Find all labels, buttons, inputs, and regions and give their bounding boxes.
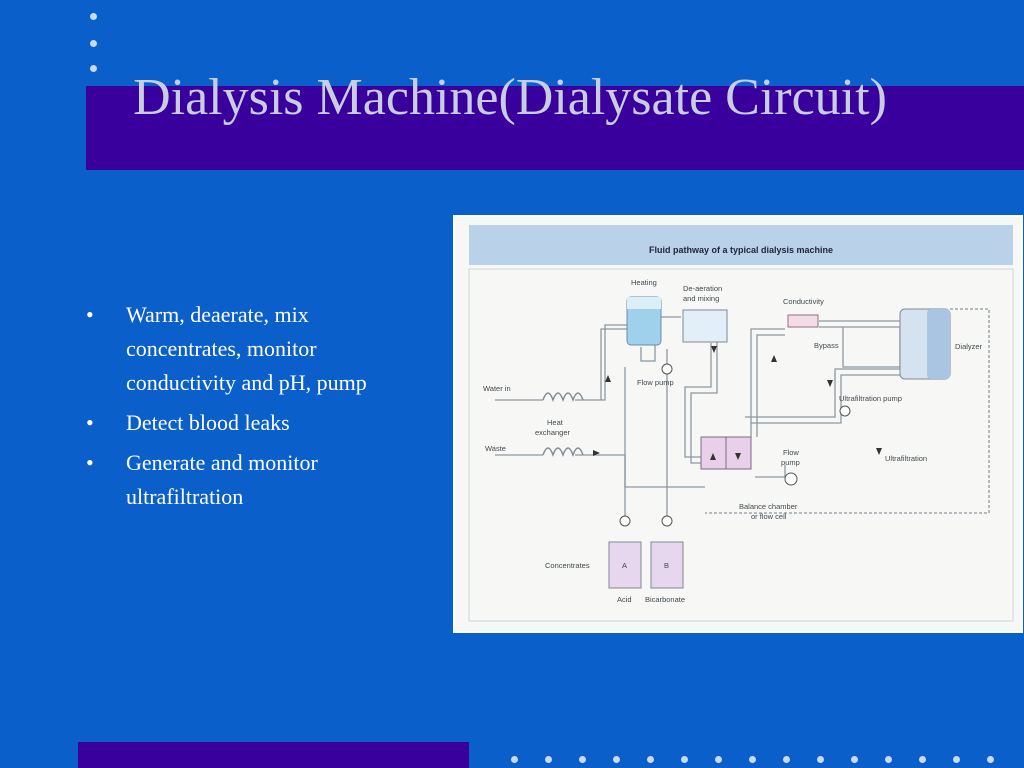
pipe-deaerator-out: [684, 343, 712, 458]
bullet-list: Warm, deaerate, mix concentrates, monito…: [82, 298, 402, 520]
concentrate-b-pump: [661, 515, 673, 527]
arrow-down: [735, 453, 741, 460]
arrow-down: [876, 448, 882, 455]
dialyzer-inner: [927, 309, 950, 379]
decor-dot: [613, 756, 620, 763]
decor-dot: [681, 756, 688, 763]
label-waste: Waste: [485, 444, 506, 453]
decor-dot: [715, 756, 722, 763]
concentrate-a-container: [608, 541, 642, 589]
decor-dot: [919, 756, 926, 763]
flow-pump-1: [661, 363, 673, 375]
decor-dot: [817, 756, 824, 763]
label-balance-chamber: Balance chamber: [739, 502, 798, 511]
deaeration-box: [682, 309, 728, 343]
diagram-border: [468, 268, 1014, 622]
label-conductivity: Conductivity: [783, 297, 824, 306]
conductivity-sensor: [787, 314, 819, 328]
flow-pump-2: [784, 472, 798, 486]
decor-dot: [511, 756, 518, 763]
label-ultrafiltration-pump: Ultrafiltration pump: [839, 394, 902, 403]
heating-tank-top: [627, 297, 661, 309]
decor-dot: [579, 756, 586, 763]
label-flow-cell: or flow cell: [751, 512, 787, 521]
decor-dot: [885, 756, 892, 763]
label-ultrafiltration: Ultrafiltration: [885, 454, 927, 463]
label-dialyzer: Dialyzer: [955, 342, 983, 351]
label-bypass: Bypass: [814, 341, 839, 350]
bullet-item: Detect blood leaks: [82, 406, 402, 440]
diagram-header: [469, 225, 1013, 265]
arrow-up: [771, 355, 777, 362]
arrow-left: [593, 450, 600, 456]
label-flow-pump: Flow pump: [637, 378, 674, 387]
arrow-up: [710, 453, 716, 460]
label-deaeration: De-aeration: [683, 284, 722, 293]
footer-band: [78, 742, 469, 768]
arrow-down: [827, 380, 833, 387]
coil-top: [542, 392, 584, 403]
pipe-network: [495, 308, 990, 517]
pipe-to-waste: [575, 454, 705, 488]
pipe-deaerator-out-2: [690, 337, 718, 464]
pipe-heater-to-deaerator: [640, 316, 681, 362]
label-heat: Heat: [547, 418, 564, 427]
concentrate-a-pump: [619, 515, 631, 527]
flow-arrows: [593, 346, 882, 460]
title-band: [86, 86, 1024, 170]
pipe-heater-return: [600, 328, 627, 400]
pipe-bypass: [842, 327, 900, 368]
coil-bottom: [542, 447, 584, 458]
label-bicarbonate: Bicarbonate: [645, 595, 685, 604]
label-concentrate-b: B: [664, 561, 669, 570]
decor-dot: [647, 756, 654, 763]
decor-dot: [851, 756, 858, 763]
bullet-item: Warm, deaerate, mix concentrates, monito…: [82, 298, 402, 400]
arrow-down: [711, 346, 717, 353]
label-pump: pump: [781, 458, 800, 467]
label-heating: Heating: [631, 278, 657, 287]
concentrate-b-container: [650, 541, 684, 589]
decor-dot: [90, 13, 97, 20]
pipe-to-conductivity-2: [756, 334, 785, 437]
pipe-dialyzer-return-2: [751, 374, 950, 424]
label-acid: Acid: [617, 595, 632, 604]
decor-dot: [90, 65, 97, 72]
fluid-pathway-diagram: Fluid pathway of a typical dialysis mach…: [455, 217, 1021, 631]
pipe-ultrafiltration: [705, 308, 990, 514]
label-concentrate-a: A: [622, 561, 627, 570]
diagram-title: Fluid pathway of a typical dialysis mach…: [649, 245, 833, 255]
label-water-in: Water in: [483, 384, 511, 393]
pipe-to-heater: [575, 324, 627, 401]
diagram-svg: Fluid pathway of a typical dialysis mach…: [468, 225, 1014, 622]
label-exchanger: exchanger: [535, 428, 571, 437]
slide-title: Dialysis Machine(Dialysate Circuit): [133, 69, 887, 126]
decor-dot: [987, 756, 994, 763]
label-flow: Flow: [783, 448, 799, 457]
pipe-dialyzer-return: [745, 368, 950, 418]
arrow-up: [605, 375, 611, 382]
bullet-item: Generate and monitor ultrafiltration: [82, 446, 402, 514]
label-concentrates: Concentrates: [545, 561, 590, 570]
decor-dot: [90, 40, 97, 47]
heat-exchanger-coils: [542, 392, 584, 458]
decor-dot: [953, 756, 960, 763]
pipe-to-conductivity: [750, 328, 785, 437]
decor-dot: [545, 756, 552, 763]
decor-dot: [783, 756, 790, 763]
ultrafiltration-pump: [839, 405, 851, 417]
label-deaeration-2: and mixing: [683, 294, 719, 303]
decor-dot: [749, 756, 756, 763]
